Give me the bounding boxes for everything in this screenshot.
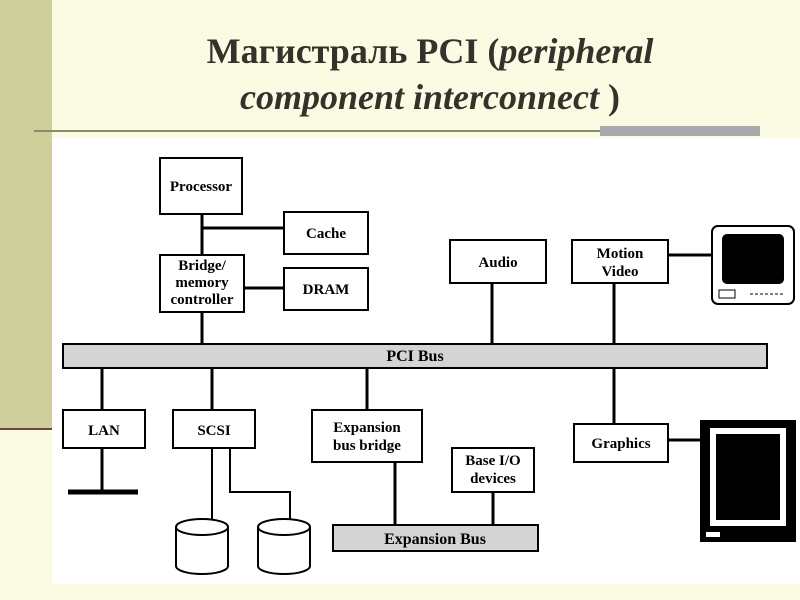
scsi-label: SCSI <box>197 423 231 439</box>
title-text-italic: peripheral <box>499 31 654 71</box>
monitor-icon <box>700 420 796 542</box>
monitor-icon <box>711 225 795 305</box>
expansion-bridge-label-1: Expansion <box>333 420 401 436</box>
audio-label: Audio <box>478 255 517 271</box>
dram-box <box>283 267 369 311</box>
title-underline <box>34 130 754 132</box>
sidebar-divider <box>0 428 52 430</box>
title-accent-bar <box>600 126 760 136</box>
processor-box <box>159 157 243 215</box>
title-text-plain-2: ) <box>599 77 620 117</box>
base-io-box <box>451 447 535 493</box>
pci-bus-label: PCI Bus <box>386 348 443 365</box>
title-line-2: component interconnect ) <box>90 74 770 120</box>
title-text-italic-2: component interconnect <box>240 77 599 117</box>
cache-box <box>283 211 369 255</box>
base-io-label-2: devices <box>470 471 516 487</box>
title-text-plain: Магистраль PCI ( <box>206 31 500 71</box>
expansion-bridge-label-2: bus bridge <box>333 438 401 454</box>
title-line-1: Магистраль PCI (peripheral <box>90 28 770 74</box>
lan-label: LAN <box>88 423 120 439</box>
disk-icon <box>175 518 229 575</box>
connectors <box>68 214 712 525</box>
graphics-box <box>573 423 669 463</box>
expansion-bridge-box <box>311 409 423 463</box>
scsi-disk2-link <box>229 448 291 520</box>
bridge-label-2: memory <box>175 275 229 291</box>
processor-label: Processor <box>170 179 233 195</box>
dram-label: DRAM <box>303 282 350 298</box>
disk-icon <box>257 518 311 575</box>
expansion-bus <box>332 524 539 552</box>
motion-video-label-1: Motion <box>597 246 644 262</box>
motion-video-box <box>571 239 669 284</box>
page-title: Магистраль PCI (peripheral component int… <box>90 28 770 120</box>
lan-box <box>62 409 146 449</box>
sidebar-band <box>0 0 52 430</box>
bridge-box <box>159 254 245 313</box>
graphics-label: Graphics <box>591 436 650 452</box>
pci-diagram: PCI Bus Expansion Bus Processor Cache Br… <box>52 138 800 584</box>
audio-box <box>449 239 547 284</box>
bridge-label-1: Bridge/ <box>178 258 226 274</box>
scsi-box <box>172 409 256 449</box>
cache-label: Cache <box>306 226 346 242</box>
expansion-bus-label: Expansion Bus <box>384 531 486 548</box>
motion-video-label-2: Video <box>602 264 639 280</box>
pci-bus <box>62 343 768 369</box>
bridge-label-3: controller <box>170 292 233 308</box>
base-io-label-1: Base I/O <box>465 453 520 469</box>
